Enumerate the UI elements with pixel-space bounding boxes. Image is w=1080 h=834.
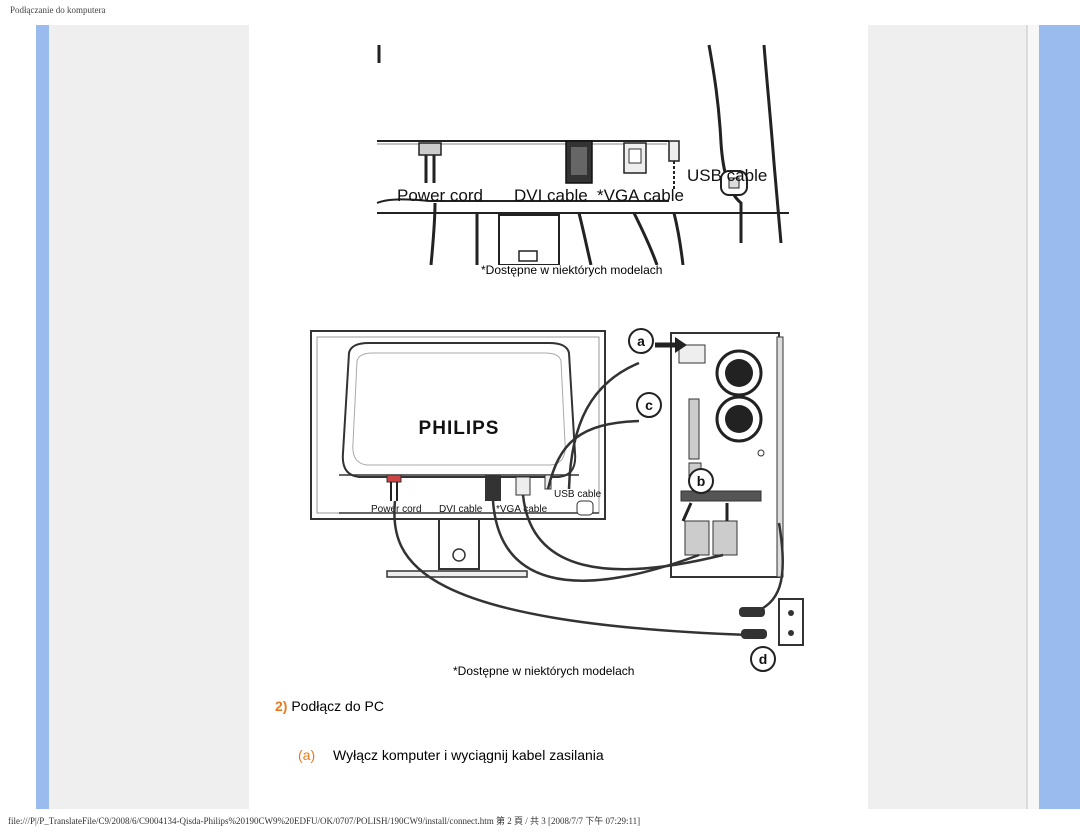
fig2-label-power: Power cord bbox=[371, 504, 422, 515]
fig1-label-usb: USB cable bbox=[687, 166, 767, 185]
fig1-label-power: Power cord bbox=[397, 186, 483, 205]
page-header: Podłączanie do komputera bbox=[10, 5, 106, 15]
figure1-caption: *Dostępne w niektórych modelach bbox=[481, 263, 663, 277]
fig2-circle-d: d bbox=[759, 651, 768, 667]
connector-closeup-illustration: Power cord DVI cable *VGA cable USB cabl… bbox=[376, 44, 789, 265]
fig2-label-usb: USB cable bbox=[554, 489, 602, 500]
fig2-circle-a: a bbox=[637, 333, 645, 349]
fig2-circle-b: b bbox=[697, 473, 706, 489]
right-divider bbox=[1026, 25, 1028, 809]
step-2a: (a) Wyłącz komputer i wyciągnij kabel za… bbox=[298, 747, 604, 763]
page-footer: file:///P|/P_TranslateFile/C9/2008/6/C90… bbox=[8, 816, 641, 826]
pc-connection-illustration: PHILIPS Power cord DVI cable *VGA cable … bbox=[310, 328, 804, 672]
right-blue-bar bbox=[1039, 25, 1080, 809]
fig2-circle-c: c bbox=[645, 397, 653, 413]
fig2-label-vga: *VGA cable bbox=[496, 504, 548, 515]
fig1-label-vga: *VGA cable bbox=[597, 186, 684, 205]
step-2-text: Podłącz do PC bbox=[291, 698, 384, 714]
fig2-label-dvi: DVI cable bbox=[439, 504, 483, 515]
left-gray-panel bbox=[49, 25, 249, 809]
step-2: 2) Podłącz do PC bbox=[275, 698, 384, 714]
content-area: Power cord DVI cable *VGA cable USB cabl… bbox=[249, 25, 868, 809]
left-blue-bar bbox=[36, 25, 49, 809]
right-white-strip bbox=[1028, 25, 1039, 809]
figure2-caption: *Dostępne w niektórych modelach bbox=[453, 664, 635, 678]
right-gray-panel bbox=[868, 25, 1026, 809]
step-2a-text: Wyłącz komputer i wyciągnij kabel zasila… bbox=[333, 747, 604, 763]
philips-brand: PHILIPS bbox=[419, 418, 500, 439]
fig1-label-dvi: DVI cable bbox=[514, 186, 588, 205]
step-2a-label: (a) bbox=[298, 747, 316, 763]
step-2-number: 2) bbox=[275, 698, 288, 714]
